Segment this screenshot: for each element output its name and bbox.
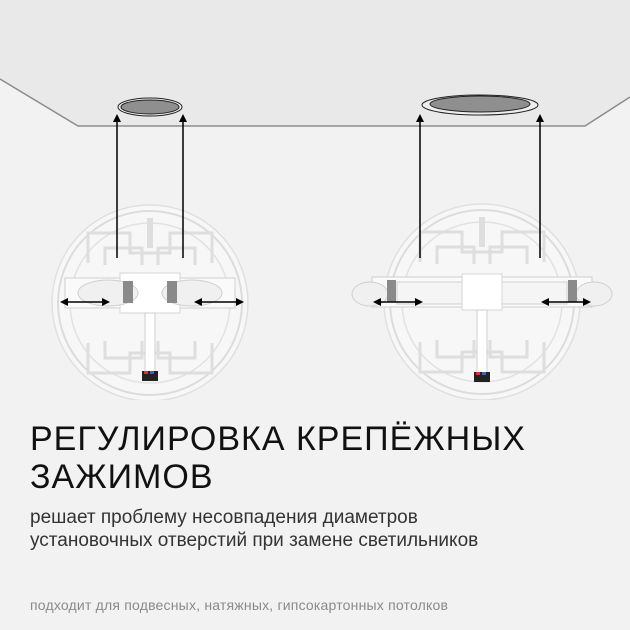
vertical-arrows: [113, 114, 544, 258]
small-hole: [117, 97, 183, 117]
subtitle: решает проблему несовпадения диаметров у…: [30, 506, 478, 552]
headline-line-1: РЕГУЛИРОВКА КРЕПЁЖНЫХ: [30, 420, 526, 458]
subtitle-line-1: решает проблему несовпадения диаметров: [30, 507, 418, 528]
ceiling: [0, 0, 630, 126]
subtitle-line-2: установочных отверстий при замене светил…: [30, 530, 479, 551]
product-illustration: [0, 0, 630, 400]
large-hole: [421, 94, 539, 116]
headline: РЕГУЛИРОВКА КРЕПЁЖНЫХ ЗАЖИМОВ: [30, 420, 526, 496]
footnote: подходит для подвесных, натяжных, гипсок…: [30, 597, 449, 613]
headline-line-2: ЗАЖИМОВ: [30, 458, 214, 496]
